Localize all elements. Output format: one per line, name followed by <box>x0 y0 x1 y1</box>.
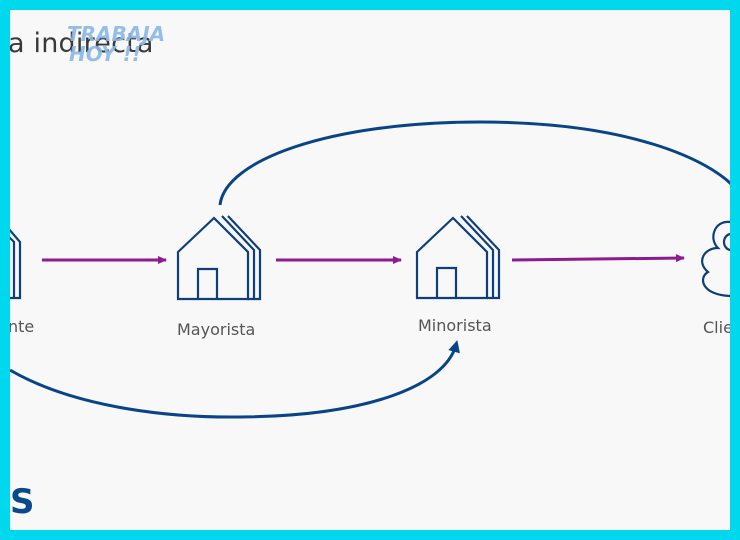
node-label-fabricante: nte <box>10 317 35 336</box>
brand-logo-fragment: S <box>10 482 35 522</box>
people-icon-cliente <box>701 220 730 298</box>
node-label-mayorista: Mayorista <box>177 320 256 339</box>
watermark-line-1: TRABAJA <box>67 22 166 46</box>
house-icon-fabricante <box>10 228 22 300</box>
watermark-line-2: HOY !! <box>69 42 141 66</box>
loop-arrow-fabricante-minorista <box>10 340 460 419</box>
house-icon-mayorista <box>176 215 262 301</box>
node-label-minorista: Minorista <box>418 316 492 335</box>
flow-arrow-minorista-cliente <box>511 254 685 263</box>
house-icon-minorista <box>415 215 501 300</box>
loop-arrow-mayorista-cliente <box>218 120 730 206</box>
node-label-cliente: Clie <box>703 318 730 337</box>
slide-canvas: a indirecta TRABAJA HOY !! <box>10 10 730 530</box>
watermark-logo: TRABAJA HOY !! <box>67 24 165 64</box>
distribution-diagram <box>10 120 730 419</box>
slide-title: a indirecta <box>10 28 154 59</box>
